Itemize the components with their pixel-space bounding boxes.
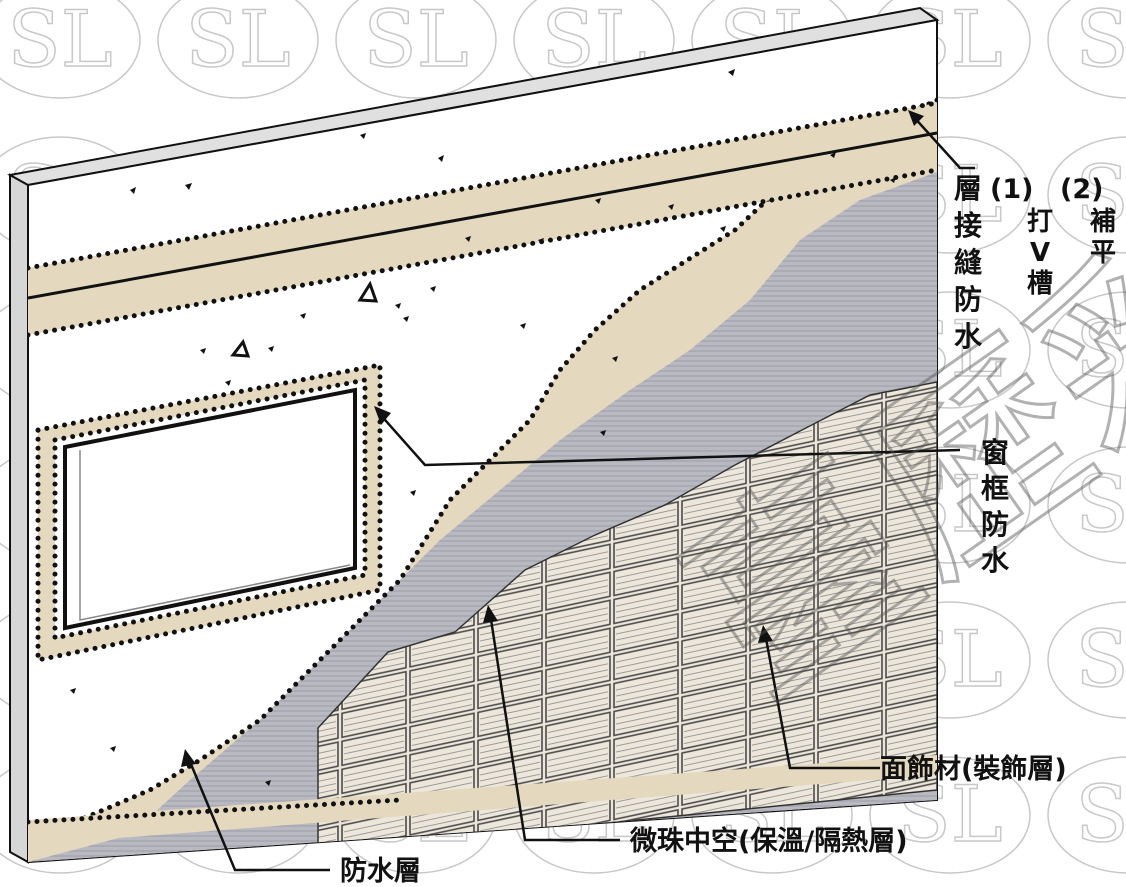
step1-text-char: 槽: [1027, 269, 1053, 299]
window-opening: [63, 387, 357, 631]
layer-joint-dots-bottom: [28, 167, 937, 338]
waterproof-layer-leader: [186, 756, 330, 872]
watermark-logo-text: SL: [1075, 460, 1126, 550]
watermark-logo-ring: [1047, 446, 1126, 564]
watermark-logo-text: SL: [1075, 770, 1126, 860]
layer-joint-char: 防: [954, 283, 982, 316]
concrete-speckles: [70, 69, 896, 786]
leader-lines: [186, 114, 975, 872]
watermark-logo-text: SL: [1075, 150, 1126, 240]
label-step1: 打V槽: [1027, 207, 1053, 299]
step2-text-char: 平: [1090, 238, 1116, 268]
watermark-logo-ring: [869, 756, 1031, 874]
watermark-logo-text: SL: [185, 0, 290, 85]
concrete-triangles: [230, 280, 379, 358]
window-frame-char: 窗: [981, 436, 1009, 469]
step2-head-label: (2): [1060, 174, 1103, 205]
step1-head-label: (1): [990, 174, 1033, 205]
window-frame-char: 水: [981, 544, 1010, 577]
watermark-logo-ring: [1047, 601, 1126, 719]
step2-text-char: 補: [1089, 207, 1116, 237]
watermark-logo-ring: [0, 0, 141, 99]
insulation-layer-leader: [488, 612, 620, 842]
window-frame-leader: [377, 411, 961, 467]
tile-facing-outline: [317, 381, 937, 853]
watermark-logo-text: SL: [1075, 615, 1126, 705]
watermark-logo-text: SL: [363, 0, 468, 85]
layer-joint-leader: [911, 114, 975, 170]
watermark-logo-text: SL: [1075, 0, 1126, 85]
layer-joint-dots-top: [28, 100, 937, 271]
waterproof-edge-dots: [28, 97, 937, 838]
layer-joint-band: [28, 103, 937, 335]
watermark-logo-ring: [1047, 136, 1126, 254]
waterproof-layer-label: 防水層: [340, 856, 421, 887]
watermark-logo-ring: [1047, 291, 1126, 409]
watermark-logo-ring: [335, 0, 497, 99]
layer-joint-char: 縫: [954, 246, 982, 279]
finish-layer-label: 面飾材(裝飾層): [880, 753, 1067, 785]
step1-text-char: V: [1030, 238, 1050, 268]
bottom-joint-dots: [28, 797, 403, 825]
layer-joint-char: 層: [954, 172, 982, 205]
watermark-logo-ring: [1047, 0, 1126, 99]
watermark-logo-ring: [157, 0, 319, 99]
watermark-logo-text: SL: [7, 0, 112, 85]
window-reveal: [79, 450, 351, 621]
bottom-joint-band: [28, 755, 937, 845]
watermark-logo-ring: [1047, 756, 1126, 874]
finish-layer-leader: [763, 632, 880, 770]
layer-joint-char: 接: [954, 209, 982, 242]
wall-side-face: [9, 173, 29, 864]
insulation-layer-label: 微珠中空(保溫/隔熱層): [629, 825, 908, 857]
window-frame-char: 框: [981, 472, 1009, 505]
step1-text-char: 打: [1027, 207, 1053, 237]
leader-arrowheads: [181, 110, 924, 767]
window-frame-char: 防: [981, 508, 1009, 541]
label-step2: 補平: [1089, 207, 1116, 268]
window-frame: [35, 361, 383, 664]
layer-joint-line: [28, 131, 937, 300]
watermark-logo-text: SL: [1075, 305, 1126, 395]
layer-joint-char: 水: [954, 320, 983, 353]
